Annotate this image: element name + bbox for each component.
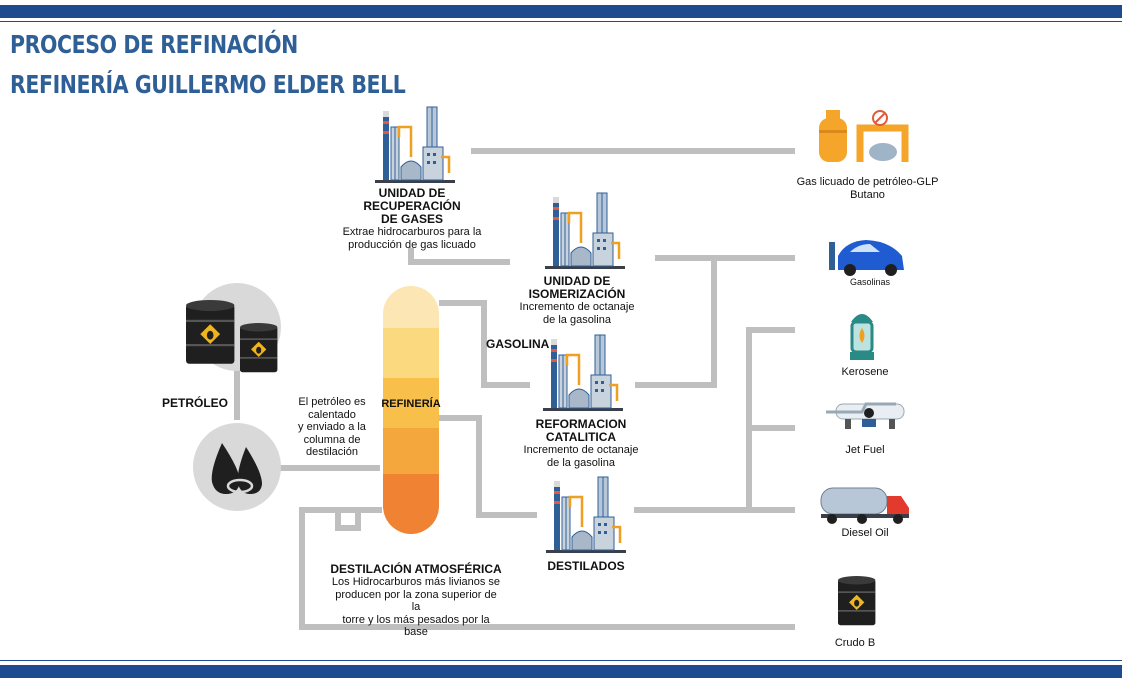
lpg-cylinder-icon — [819, 110, 909, 162]
tower-label: REFINERÍA — [381, 398, 441, 410]
atmospheric-distillation-label: DESTILACIÓN ATMOSFÉRICA Los Hidrocarburo… — [330, 562, 502, 639]
oil-drops-circle — [193, 423, 281, 511]
gasoline-stream-label: GASOLINA — [486, 337, 550, 351]
tanker-truck-icon — [820, 487, 909, 524]
bottom-frame-line — [0, 660, 1122, 661]
pipes — [234, 148, 795, 630]
gas-recovery-label: UNIDAD DE RECUPERACIÓN DE GASES Extrae h… — [342, 186, 482, 251]
product-label-jet-fuel: Jet Fuel — [845, 444, 885, 456]
top-frame-line — [0, 21, 1122, 22]
product-label-gasolinas: Gasolinas — [849, 277, 891, 287]
bottom-frame-bar — [0, 665, 1122, 678]
product-label-kerosene: Kerosene — [841, 366, 889, 378]
oil-barrel-icon — [838, 576, 876, 626]
car-icon — [829, 240, 904, 276]
crude-barrels-icon — [186, 300, 235, 364]
product-label-diesel: Diesel Oil — [841, 527, 889, 539]
airplane-icon — [826, 402, 905, 429]
isomerization-label: UNIDAD DE ISOMERIZACIÓN Incremento de oc… — [519, 274, 635, 326]
reforming-plant-icon — [541, 333, 625, 413]
product-label-glp: Gas licuado de petróleo-GLP Butano — [796, 176, 939, 201]
distillates-label: DESTILADOS — [547, 559, 625, 573]
oil-drops-icon — [211, 443, 262, 494]
lantern-icon — [850, 314, 874, 360]
heating-text: El petróleo es calentado y enviado a la … — [298, 396, 366, 458]
page-title: PROCESO DE REFINACIÓN — [10, 30, 298, 59]
page-subtitle: REFINERÍA GUILLERMO ELDER BELL — [10, 70, 406, 99]
top-frame-bar — [0, 5, 1122, 18]
petroleo-label: PETRÓLEO — [161, 396, 228, 410]
product-label-crudo-b: Crudo B — [834, 637, 876, 649]
reforming-label: REFORMACION CATALITICA Incremento de oct… — [523, 417, 639, 469]
distillates-plant-icon — [544, 475, 628, 555]
gas-recovery-plant-icon — [373, 105, 457, 185]
isomerization-plant-icon — [543, 191, 627, 271]
